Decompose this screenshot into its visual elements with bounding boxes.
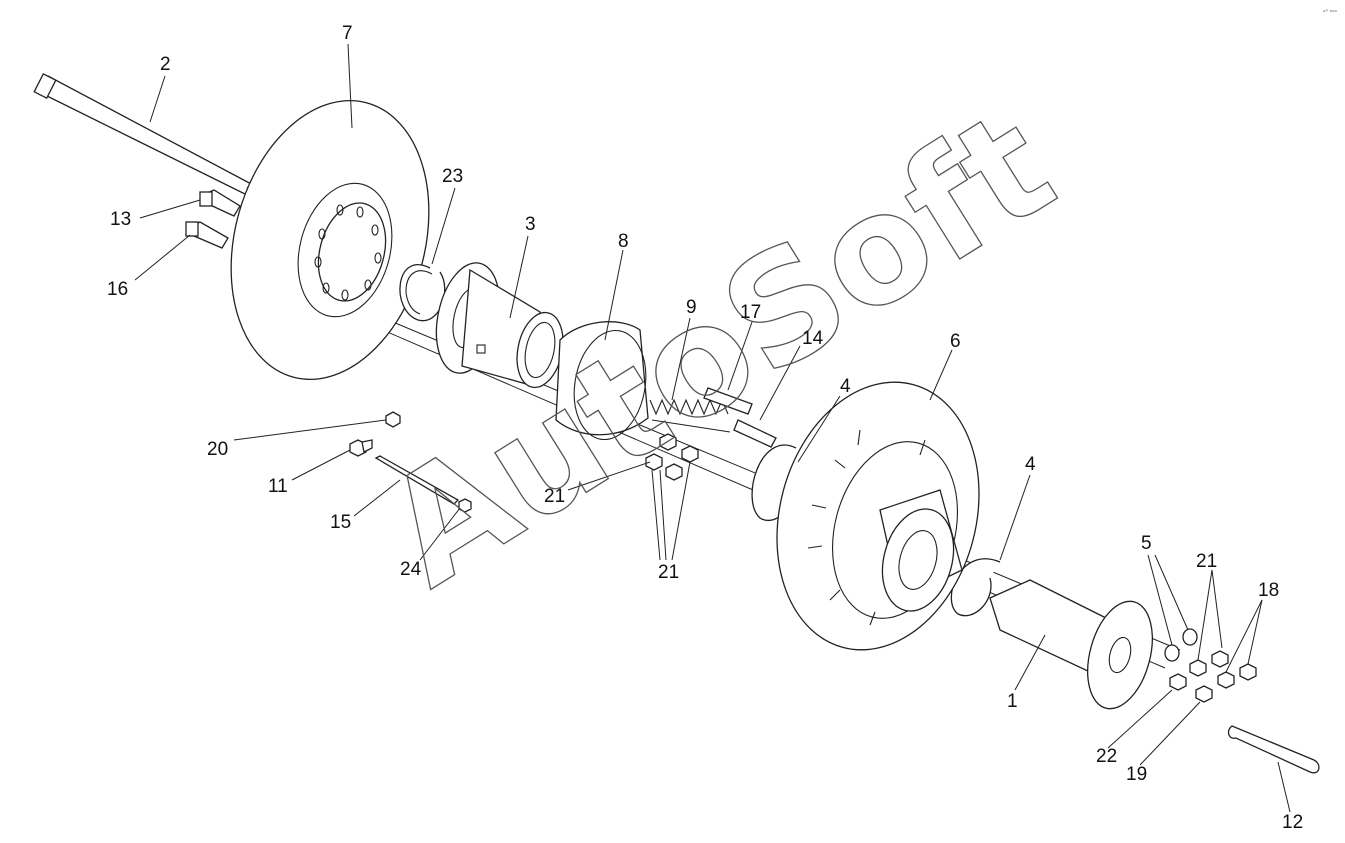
callout-8: 8 [618,231,629,252]
callout-21c: 21 [1196,551,1217,572]
part-13-bolt [199,189,241,217]
callout-3: 3 [525,214,536,235]
part-6-disc [776,381,980,651]
part-16-bolt [185,221,229,249]
callout-5: 5 [1141,533,1152,554]
callout-15: 15 [330,512,351,533]
part-21-nuts-right [1189,650,1235,689]
part-12-key [1227,725,1320,774]
callout-labels: 1 2 3 4 4 5 6 7 8 9 11 12 13 14 15 16 17… [107,23,1303,833]
part-1-flanged-shaft [989,579,1153,710]
callout-22: 22 [1096,746,1117,767]
part-11-bolt [349,439,373,457]
callout-14: 14 [802,328,824,349]
callout-17: 17 [740,302,761,323]
part-7-disc [230,100,430,380]
callout-21b: 21 [658,562,679,583]
part-22-nut [1169,673,1187,691]
part-4-ring-right [950,558,1001,617]
part-23-snap-ring [399,264,446,322]
callout-4b: 4 [1025,454,1036,475]
part-5-washers [1164,628,1198,662]
callout-18: 18 [1258,580,1279,601]
part-14-pin [733,419,777,448]
callout-13: 13 [110,209,131,230]
corner-mark: ᵒᴾ ᵒᵒᵒ [1323,9,1338,16]
callout-24: 24 [400,559,422,580]
callout-9: 9 [686,297,697,318]
part-15-rod [374,455,460,505]
callout-23: 23 [442,166,463,187]
part-8-sleeve [555,321,649,441]
part-21-nuts-center [645,433,699,481]
part-19-nut [1195,685,1213,703]
part-9-spring [649,398,731,433]
callout-7: 7 [342,23,353,44]
callout-19: 19 [1126,764,1147,785]
callout-11: 11 [268,476,288,497]
part-17-pin [703,387,753,415]
callout-21a: 21 [544,486,565,507]
callout-2: 2 [160,54,171,75]
callout-1: 1 [1007,691,1018,712]
callout-4a: 4 [840,376,851,397]
callout-6: 6 [950,331,961,352]
callout-12: 12 [1282,812,1303,833]
part-20-nut [385,411,401,428]
callout-20: 20 [207,439,228,460]
callout-16: 16 [107,279,128,300]
part-2-shaft [33,73,256,198]
leader-lines [134,43,1291,813]
part-3-hub [435,262,564,389]
part-18-nut [1239,663,1257,681]
